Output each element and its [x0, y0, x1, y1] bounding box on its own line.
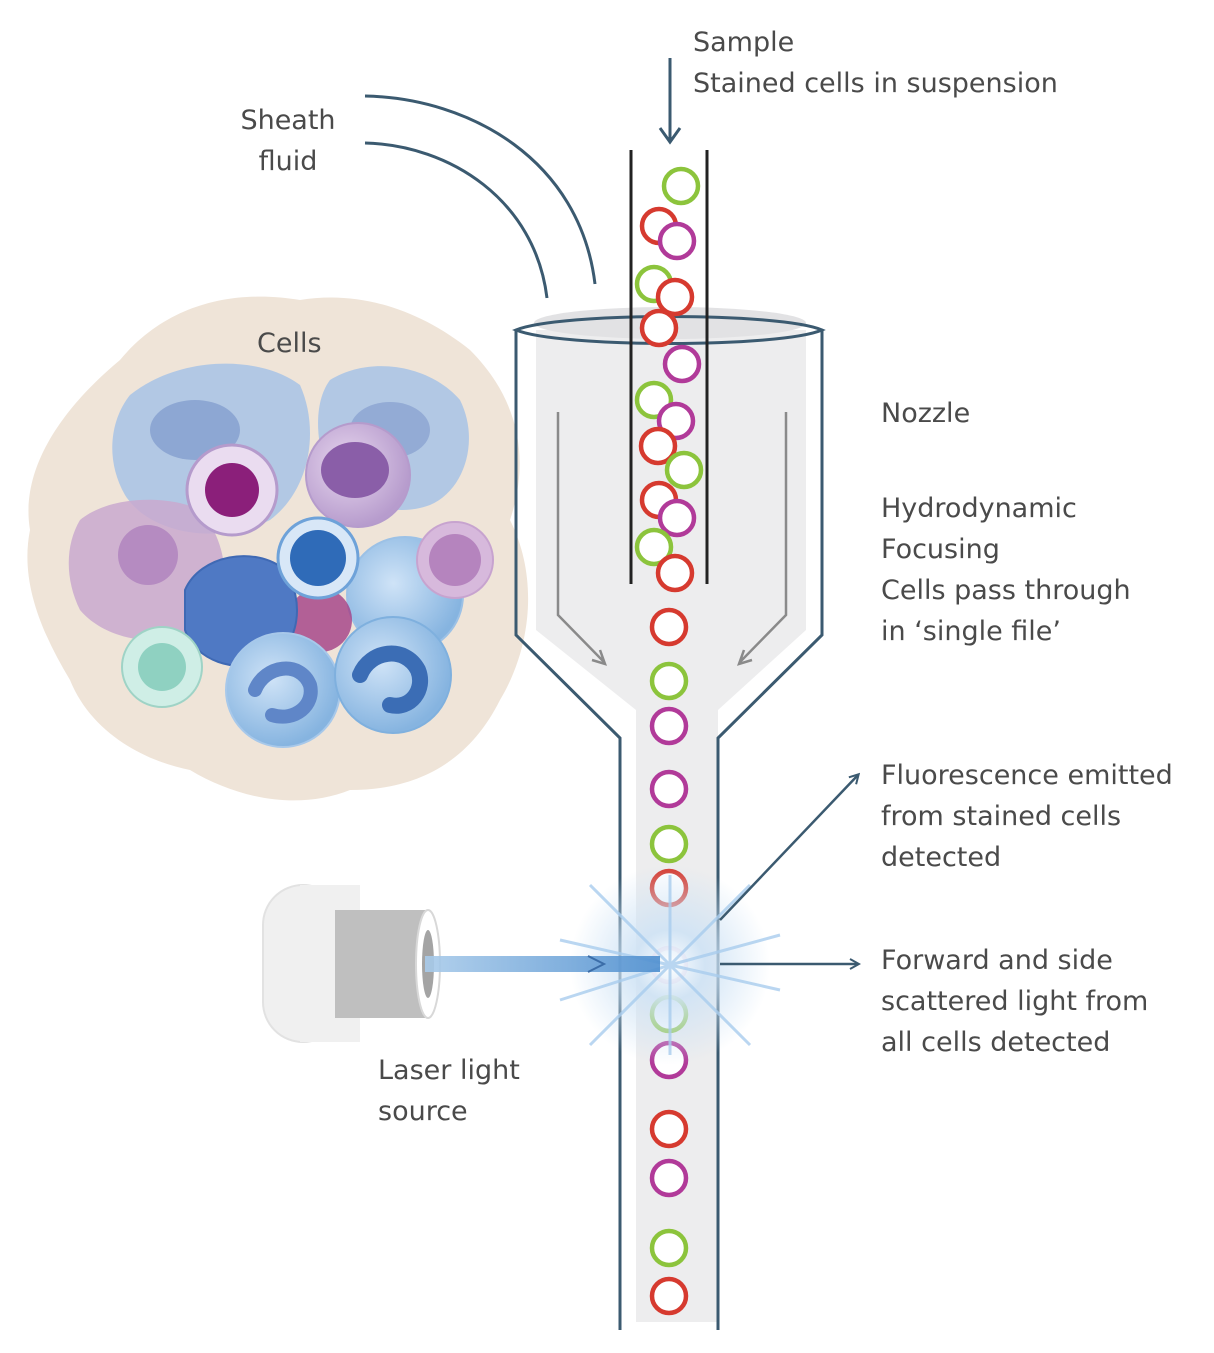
- cell-nucleus: [321, 442, 389, 498]
- stained-cell-purple: [657, 221, 697, 261]
- label-scatter: Forward and side scattered light from al…: [881, 940, 1148, 1063]
- label-scatter-line: Forward and side: [881, 945, 1113, 976]
- cell-nucleus: [290, 530, 346, 586]
- stained-cell-red: [649, 1276, 689, 1316]
- label-laser-source: Laser light source: [378, 1050, 520, 1132]
- label-fluorescence-line: from stained cells: [881, 801, 1122, 832]
- label-cells: Cells: [257, 323, 322, 364]
- sample-arrow-icon: [658, 58, 682, 145]
- label-fluorescence-line: detected: [881, 842, 1002, 873]
- nozzle-rim: [512, 315, 826, 345]
- label-focusing-line: in ‘single file’: [881, 616, 1061, 647]
- label-sheath-fluid: Sheath fluid: [236, 100, 340, 182]
- stained-cell-green: [661, 166, 701, 206]
- cell-nucleus: [150, 400, 240, 460]
- cell-nucleus: [138, 643, 186, 691]
- label-cells-text: Cells: [257, 328, 322, 359]
- stained-cell-red: [638, 426, 678, 466]
- stained-cell-green: [649, 824, 689, 864]
- label-scatter-line: all cells detected: [881, 1027, 1111, 1058]
- stained-cell-purple: [657, 498, 697, 538]
- stained-cell-red: [655, 553, 695, 593]
- stained-cell-green: [634, 527, 674, 567]
- cell-nucleus: [205, 463, 259, 517]
- sheath-fluid-line-inner: [364, 141, 549, 299]
- label-focusing-line: Hydrodynamic: [881, 493, 1077, 524]
- label-sample: Sample Stained cells in suspension: [693, 22, 1058, 104]
- label-sheath-line: fluid: [258, 146, 318, 177]
- cell-nucleus: [429, 534, 481, 586]
- stained-cell-purple: [649, 769, 689, 809]
- label-laser-line: Laser light: [378, 1055, 520, 1086]
- stained-cell-green: [649, 661, 689, 701]
- laser-source-icon: [262, 884, 441, 1043]
- laser-beam-arrow-icon: [587, 955, 607, 973]
- label-nozzle: Nozzle: [881, 393, 970, 434]
- label-focusing-line: Cells pass through: [881, 575, 1131, 606]
- cell-shape: [334, 616, 452, 734]
- fluorescence-arrow: [719, 775, 858, 921]
- cell-shape: [225, 632, 341, 748]
- label-scatter-line: scattered light from: [881, 986, 1149, 1017]
- sheath-fluid-line-outer: [364, 94, 597, 285]
- label-focusing-line: Focusing: [881, 534, 1000, 565]
- stained-cell-red: [655, 277, 695, 317]
- stained-cell-purple: [662, 344, 702, 384]
- label-hydrodynamic-focusing: Hydrodynamic Focusing Cells pass through…: [881, 488, 1131, 652]
- stained-cell-green: [664, 450, 704, 490]
- label-fluorescence: Fluorescence emitted from stained cells …: [881, 755, 1173, 878]
- cell-nucleus: [118, 525, 178, 585]
- stained-cell-purple: [649, 1158, 689, 1198]
- stained-cell-red: [649, 607, 689, 647]
- cell-nucleus: [248, 661, 318, 724]
- stained-cell-purple: [649, 706, 689, 746]
- cell-nucleus: [352, 645, 428, 714]
- tissue-cells-illustration: [27, 296, 529, 801]
- laser-beam: [425, 956, 660, 972]
- label-sheath-line: Sheath: [240, 105, 336, 136]
- flow-arrow-right: [736, 412, 788, 666]
- label-sample-line: Stained cells in suspension: [693, 68, 1058, 99]
- label-fluorescence-line: Fluorescence emitted: [881, 760, 1173, 791]
- label-sample-line: Sample: [693, 27, 795, 58]
- laser-interrogation-point: [559, 865, 781, 1065]
- label-laser-line: source: [378, 1096, 468, 1127]
- stained-cell-green: [649, 1228, 689, 1268]
- label-nozzle-text: Nozzle: [881, 398, 971, 429]
- stained-cell-red: [639, 308, 679, 348]
- stained-cell-red: [649, 1109, 689, 1149]
- flow-arrow-left: [556, 412, 608, 666]
